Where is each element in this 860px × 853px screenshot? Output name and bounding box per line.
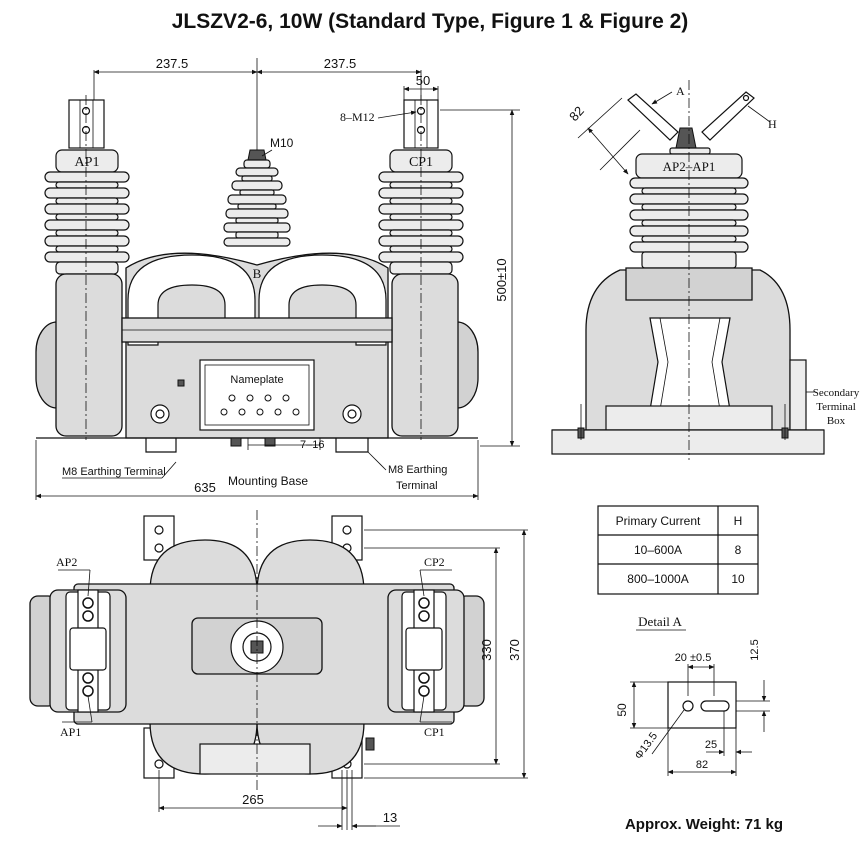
dim-82-detail: 82: [696, 759, 708, 771]
table-header-h: H: [734, 514, 743, 528]
dim-25: 25: [705, 739, 717, 751]
nameplate-label: Nameplate: [230, 374, 283, 386]
dim-635: 635: [194, 480, 216, 495]
dim-20: 20 ±0.5: [675, 652, 712, 664]
table-cell: 10–600A: [634, 543, 682, 557]
label-ap1-plan: AP1: [60, 725, 81, 739]
dim-phi-13-5: Φ13.5: [633, 730, 660, 761]
detail-a-title: Detail A: [638, 614, 682, 629]
label-ap2-plan: AP2: [56, 555, 77, 569]
dim-50-top: 50: [416, 73, 430, 88]
detail-a: Detail A 20 ±0.5 12.5 50 Φ13.5 25 82: [615, 614, 770, 776]
dim-82-side: 82: [566, 103, 587, 124]
dim-370: 370: [507, 639, 522, 661]
label-8-m12: 8–M12: [340, 110, 375, 124]
left-insulator: AP1: [44, 149, 130, 275]
middle-insulator: [223, 149, 291, 247]
label-a-side: A: [676, 84, 685, 98]
earth-label-left: M8 Earthing Terminal: [62, 466, 166, 478]
secondary-box-2: Terminal: [816, 401, 856, 413]
dim-13: 13: [383, 810, 397, 825]
label-7-16: 7–16: [300, 439, 324, 451]
secondary-box-3: Box: [827, 415, 846, 427]
label-m10: M10: [270, 136, 294, 150]
label-h-side: H: [768, 117, 777, 131]
table-header-current: Primary Current: [616, 514, 701, 528]
dim-330: 330: [479, 639, 494, 661]
page-title: JLSZV2-6, 10W (Standard Type, Figure 1 &…: [172, 10, 689, 33]
front-view: 237.5 237.5 50 8–M12 AP1: [35, 56, 520, 500]
plan-view: AP2 AP1 CP2 CP1 330 370 265 13: [29, 510, 528, 830]
approx-weight: Approx. Weight: 71 kg: [625, 816, 783, 833]
dim-500: 500±10: [494, 258, 509, 301]
secondary-box-1: Secondary: [813, 387, 860, 399]
label-cp2-plan: CP2: [424, 555, 445, 569]
current-table: Primary Current H 10–600A 8 800–1000A 10: [597, 505, 759, 595]
dim-265: 265: [242, 792, 264, 807]
side-view: 82 A H AP2–AP1 Secondary Terminal Box: [551, 80, 860, 460]
table-cell: 10: [731, 572, 745, 586]
dim-50-detail: 50: [615, 703, 629, 717]
dim-237-5-right: 237.5: [324, 56, 357, 71]
table-cell: 8: [735, 543, 742, 557]
dim-237-5-left: 237.5: [156, 56, 189, 71]
nameplate: [199, 359, 315, 431]
label-b: B: [253, 266, 262, 281]
label-cp1-plan: CP1: [424, 725, 445, 739]
mounting-base-label: Mounting Base: [228, 474, 308, 488]
table-cell: 800–1000A: [627, 572, 688, 586]
earth-label-right-2: Terminal: [396, 480, 438, 492]
dim-12-5: 12.5: [749, 639, 761, 660]
label-ap1-front: AP1: [75, 155, 100, 170]
main-body: [125, 252, 389, 439]
earth-label-right-1: M8 Earthing: [388, 464, 447, 476]
